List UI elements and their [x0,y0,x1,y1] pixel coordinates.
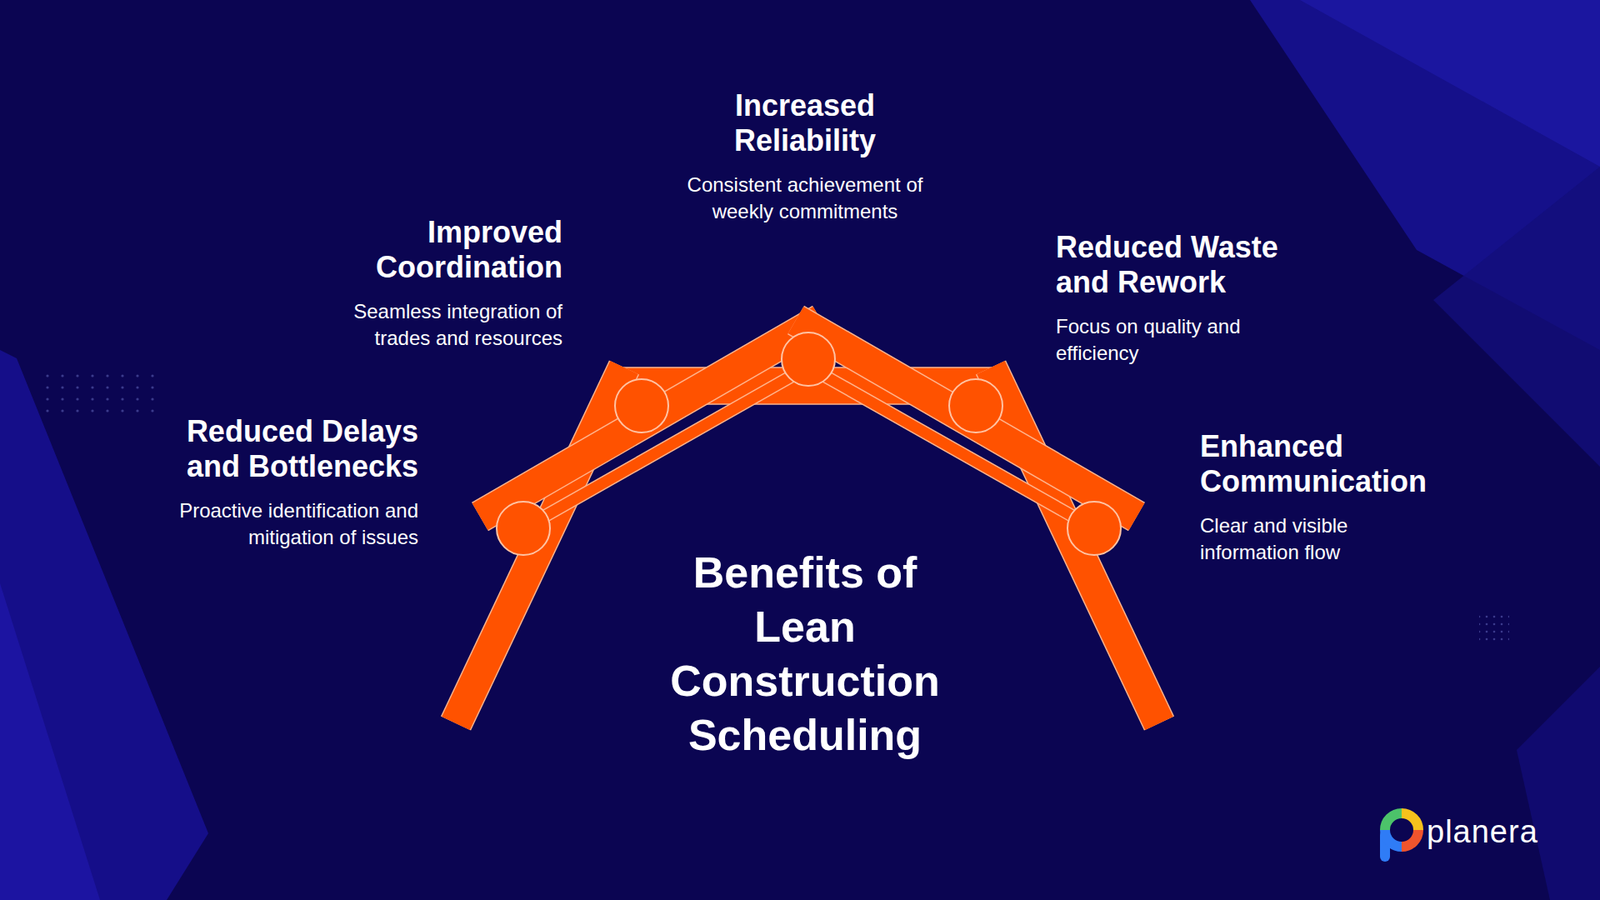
joint [615,379,669,433]
joint [949,379,1003,433]
arm [480,320,821,517]
dot-grid [1479,614,1510,641]
joint [781,332,835,386]
benefit-group: Reduced Delays and BottlenecksProactive … [135,414,419,551]
benefit-heading: Improved Coordination [312,215,563,285]
bg-shape [1433,166,1600,467]
logo-arc [1385,830,1402,847]
logo-arc [1401,813,1419,830]
arm-outline [480,320,821,517]
logo-arc [1385,813,1402,830]
bg-shape [0,350,209,900]
brand-name: planera [1426,813,1539,850]
benefit-description: Consistent achievement of weekly commitm… [684,171,926,225]
bg-shape [1516,666,1600,900]
dot-grid [45,370,165,420]
bg-shape [0,583,100,900]
benefit-heading: Enhanced Communication [1200,429,1450,500]
leg-outline [990,367,1160,724]
logo-arc [1401,830,1419,847]
joint [496,501,550,555]
leg-outline [455,367,625,724]
benefit-heading: Reduced Waste and Rework [1055,230,1306,300]
leg [990,367,1160,724]
benefit-description: Clear and visible information flow [1200,512,1434,566]
benefit-group: Enhanced CommunicationClear and visible … [1200,429,1467,566]
benefit-group: Improved CoordinationSeamless integratio… [295,215,563,352]
benefit-group: Reduced Waste and ReworkFocus on quality… [1055,230,1323,367]
leg [455,367,625,724]
benefit-heading: Reduced Delays and Bottlenecks [168,414,419,485]
joint [1067,501,1121,555]
logo-icon [1380,813,1419,862]
benefit-description: Focus on quality and efficiency [1055,313,1298,367]
diagram-title: Benefits of Lean Construction Scheduling [638,545,972,763]
benefit-heading: Increased Reliability [680,88,930,159]
benefit-description: Seamless integration of trades and resou… [320,298,563,352]
bg-shape [1300,0,1600,167]
benefit-group: Increased ReliabilityConsistent achievem… [671,88,939,225]
benefit-description: Proactive identification and mitigation … [151,497,419,551]
